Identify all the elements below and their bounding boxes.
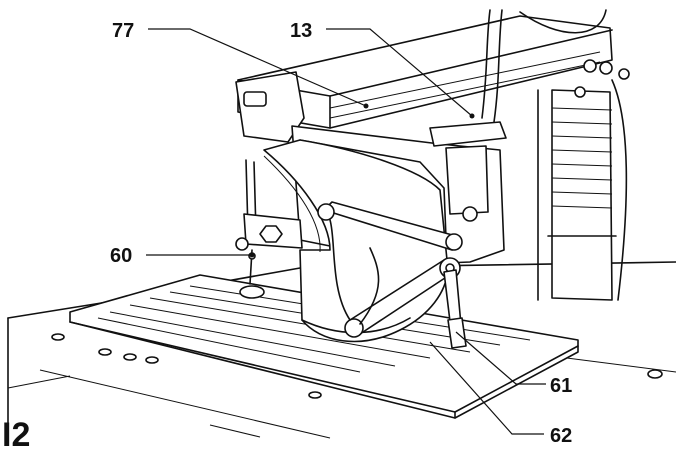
linkage <box>317 201 463 338</box>
leader-lines <box>146 28 546 435</box>
leader-62 <box>429 341 544 435</box>
leader-dot-77 <box>363 103 369 109</box>
leader-77 <box>148 28 367 107</box>
callout-60: 60 <box>110 245 132 267</box>
leader-13 <box>326 28 473 117</box>
leader-dot-13 <box>469 113 475 119</box>
cables <box>481 9 628 301</box>
leader-dot-60 <box>249 252 255 258</box>
radial-arm <box>237 15 630 129</box>
anti-kickback-assembly <box>235 159 303 299</box>
leader-61 <box>455 331 546 385</box>
callout-13: 13 <box>290 20 312 42</box>
figure-number: I2 <box>2 416 30 454</box>
callout-62: 62 <box>550 425 572 447</box>
column <box>537 89 617 301</box>
callout-77: 77 <box>112 20 134 42</box>
callout-61: 61 <box>550 375 572 397</box>
